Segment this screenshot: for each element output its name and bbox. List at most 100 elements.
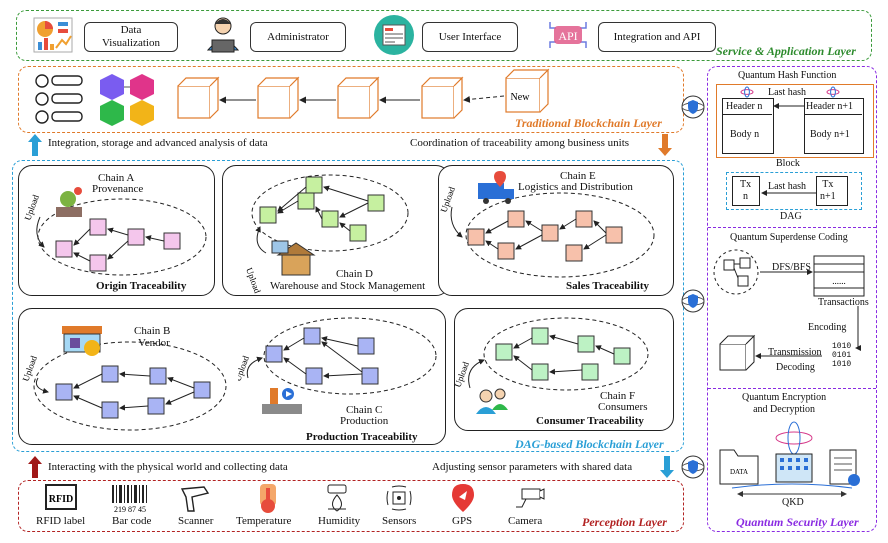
rfid-label: RFID label bbox=[36, 515, 86, 527]
origin-dag: Upload bbox=[22, 187, 207, 276]
shield-icon bbox=[681, 455, 705, 479]
data-visualization-box: Data Visualization bbox=[84, 22, 178, 52]
decoding-label: Decoding bbox=[776, 362, 815, 373]
consumers-label: Consumers bbox=[598, 401, 648, 413]
dag-last-hash-label: Last hash bbox=[768, 181, 807, 192]
block-n bbox=[722, 98, 774, 154]
quantum-layer-title: Quantum Security Layer bbox=[736, 515, 859, 529]
traditional-chain-diagram: New bbox=[177, 68, 550, 119]
provenance-label: Provenance bbox=[92, 183, 144, 195]
perception-layer-title: Perception Layer bbox=[582, 515, 667, 529]
dag-node bbox=[89, 218, 107, 236]
logistics-label: Logistics and Distribution bbox=[518, 181, 633, 193]
rfid-icon: RFID bbox=[45, 484, 77, 510]
block-4 bbox=[421, 76, 464, 119]
gps-icon bbox=[452, 484, 474, 512]
quantum-computer-icon bbox=[775, 421, 813, 483]
truck-icon bbox=[478, 171, 514, 204]
quantum-security-layer bbox=[707, 66, 877, 532]
sales-dag: Upload bbox=[438, 171, 655, 278]
block-2 bbox=[257, 76, 300, 119]
dag-container bbox=[726, 172, 862, 210]
dfs-bfs-label: DFS/BFS bbox=[772, 262, 811, 273]
farm-icon bbox=[56, 187, 82, 217]
production-label: Production bbox=[340, 415, 389, 427]
encoding-label: Encoding bbox=[808, 322, 847, 333]
header-n-box bbox=[722, 98, 772, 115]
dag-label: DAG bbox=[780, 211, 802, 222]
block-label: Block bbox=[776, 158, 800, 169]
transactions-label: Transactions bbox=[818, 297, 869, 308]
user-list-icon bbox=[35, 74, 83, 124]
sensors-label: Sensors bbox=[382, 515, 417, 527]
hash-function-title: Quantum Hash Function bbox=[738, 70, 837, 81]
block-n1 bbox=[804, 98, 864, 154]
user-interface-label: User Interface bbox=[438, 30, 502, 43]
camera-label: Camera bbox=[508, 515, 543, 527]
sales-traceability-caption: Sales Traceability bbox=[566, 280, 650, 292]
humidity-label: Humidity bbox=[318, 515, 361, 527]
header-n-label: Header n bbox=[726, 101, 763, 112]
traditional-blockchain-layer bbox=[18, 66, 684, 133]
down-arrow-blue-icon bbox=[660, 456, 674, 478]
body-n1-label: Body n+1 bbox=[810, 129, 850, 140]
document-key-icon bbox=[829, 449, 860, 486]
humidity-icon bbox=[327, 484, 347, 512]
atom-icon bbox=[826, 86, 840, 98]
data-visualization-label: Data Visualization bbox=[102, 24, 160, 49]
administrator-label: Administrator bbox=[267, 30, 329, 43]
blockchain-cubes-icon bbox=[100, 74, 154, 126]
body-n-label: Body n bbox=[730, 129, 760, 140]
shield-icon bbox=[681, 289, 705, 313]
origin-traceability-panel bbox=[18, 165, 215, 296]
consumer-traceability-caption: Consumer Traceability bbox=[536, 415, 644, 427]
new-block-label: New bbox=[511, 92, 531, 103]
coordination-text: Coordination of traceability among busin… bbox=[410, 137, 630, 149]
block-new bbox=[505, 68, 550, 113]
superdense-diagram: ...... bbox=[713, 249, 865, 371]
tx-n-label: Tx n bbox=[740, 179, 752, 202]
traditional-layer-title: Traditional Blockchain Layer bbox=[515, 116, 662, 130]
production-dag: Upload bbox=[238, 317, 437, 414]
gps-label: GPS bbox=[452, 515, 473, 527]
atom-icon bbox=[740, 86, 754, 98]
tx-n1-box bbox=[816, 176, 848, 206]
user-interface-box: User Interface bbox=[422, 22, 518, 52]
transactions-dots: ...... bbox=[832, 276, 846, 286]
api-badge-text: API bbox=[558, 29, 577, 43]
temperature-label: Temperature bbox=[236, 515, 292, 527]
adjusting-text: Adjusting sensor parameters with shared … bbox=[432, 461, 633, 473]
encryption-diagram: DATA bbox=[719, 421, 860, 497]
chart-icon bbox=[33, 17, 73, 53]
perception-layer bbox=[18, 480, 684, 532]
upload-label: Upload bbox=[20, 354, 39, 383]
consumer-dag: Upload bbox=[454, 317, 649, 414]
production-traceability-caption: Production Traceability bbox=[306, 431, 418, 443]
last-hash-label: Last hash bbox=[768, 87, 807, 98]
scanner-icon bbox=[180, 486, 210, 512]
upload-label: Upload bbox=[438, 185, 457, 214]
api-icon: API bbox=[549, 22, 587, 48]
upload-label: Upload bbox=[244, 266, 263, 295]
administrator-box: Administrator bbox=[250, 22, 346, 52]
chain-d-label: Chain D bbox=[336, 268, 373, 280]
consumers-icon bbox=[476, 388, 508, 414]
dag-layer-title: DAG-based Blockchain Layer bbox=[515, 437, 664, 451]
scanner-label: Scanner bbox=[178, 515, 214, 527]
chain-a-label: Chain A bbox=[98, 172, 135, 184]
service-application-layer bbox=[16, 10, 872, 61]
rfid-icon-text: RFID bbox=[49, 494, 73, 505]
robot-arm-icon bbox=[262, 388, 302, 414]
camera-icon bbox=[516, 488, 545, 508]
chain-f-label: Chain F bbox=[600, 390, 636, 402]
up-arrow-red-icon bbox=[28, 456, 42, 478]
chain-c-label: Chain C bbox=[346, 404, 383, 416]
encryption-title: Quantum Encryption and Decryption bbox=[742, 392, 827, 415]
data-folder-text: DATA bbox=[730, 468, 748, 476]
barcode-icon: 219 87 45 bbox=[112, 485, 147, 513]
integration-text: Integration, storage and advanced analys… bbox=[48, 137, 268, 149]
chain-b-label: Chain B bbox=[134, 325, 171, 337]
integration-api-label: Integration and API bbox=[613, 30, 701, 43]
user-interface-icon bbox=[374, 15, 414, 55]
integration-api-box: Integration and API bbox=[598, 22, 716, 52]
